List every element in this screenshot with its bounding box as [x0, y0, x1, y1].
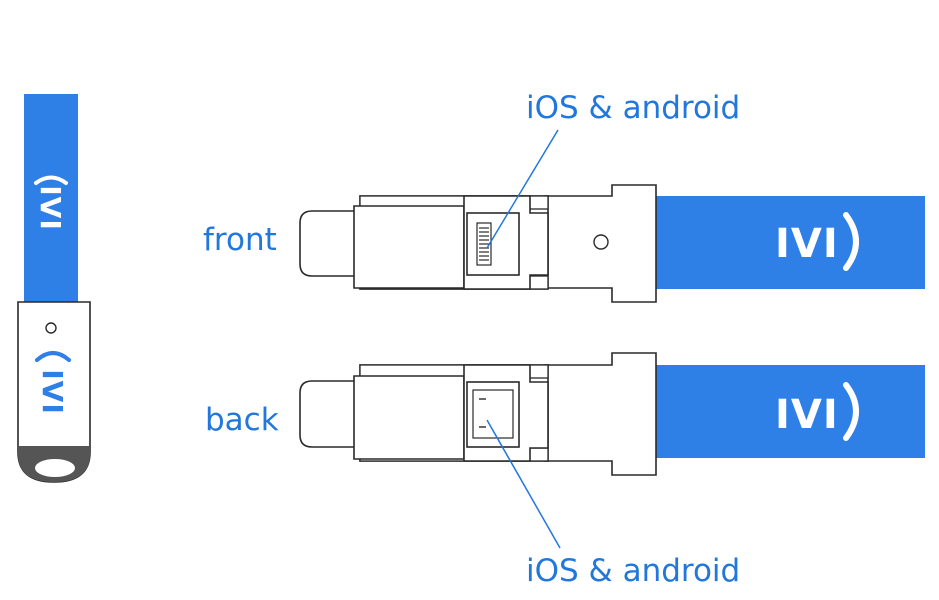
- front-strap-arc-icon: [843, 212, 859, 271]
- front-label: front: [203, 222, 277, 258]
- front-connector: IVI: [299, 184, 925, 303]
- back-strap-logo: IVI: [775, 392, 839, 438]
- side-keychain-logo: IVI: [36, 369, 69, 415]
- back-plate: [544, 352, 657, 476]
- side-strap: [24, 94, 78, 304]
- bottom-callout-line: [486, 419, 561, 549]
- side-strap-logo-text: IVI: [34, 185, 67, 231]
- side-strap-arc-icon: [34, 175, 68, 185]
- side-keychain-logo-text: IVI: [36, 369, 69, 415]
- top-callout-label: iOS & android: [526, 90, 740, 126]
- front-usb-tip: [299, 210, 359, 277]
- back-adapter: [353, 375, 465, 460]
- side-keychain: IVI IVI: [17, 94, 91, 483]
- back-usb-tip: [299, 380, 359, 448]
- lightning-port-icon: [466, 212, 520, 276]
- side-keychain-arc-icon: [35, 351, 71, 362]
- back-strap: [655, 365, 925, 458]
- back-label: back: [205, 402, 279, 438]
- top-callout-line: [486, 129, 559, 249]
- bottom-callout-label: iOS & android: [526, 553, 740, 589]
- side-keychain-tip-highlight: [35, 459, 75, 477]
- side-keychain-hole: [45, 322, 57, 334]
- back-connector: IVI: [299, 352, 925, 476]
- front-strap: [655, 196, 925, 289]
- front-strap-logo: IVI: [775, 221, 839, 267]
- front-plate-hole: [593, 234, 609, 250]
- side-strap-logo: IVI: [34, 185, 67, 231]
- back-strap-arc-icon: [843, 382, 859, 441]
- front-adapter: [353, 205, 465, 289]
